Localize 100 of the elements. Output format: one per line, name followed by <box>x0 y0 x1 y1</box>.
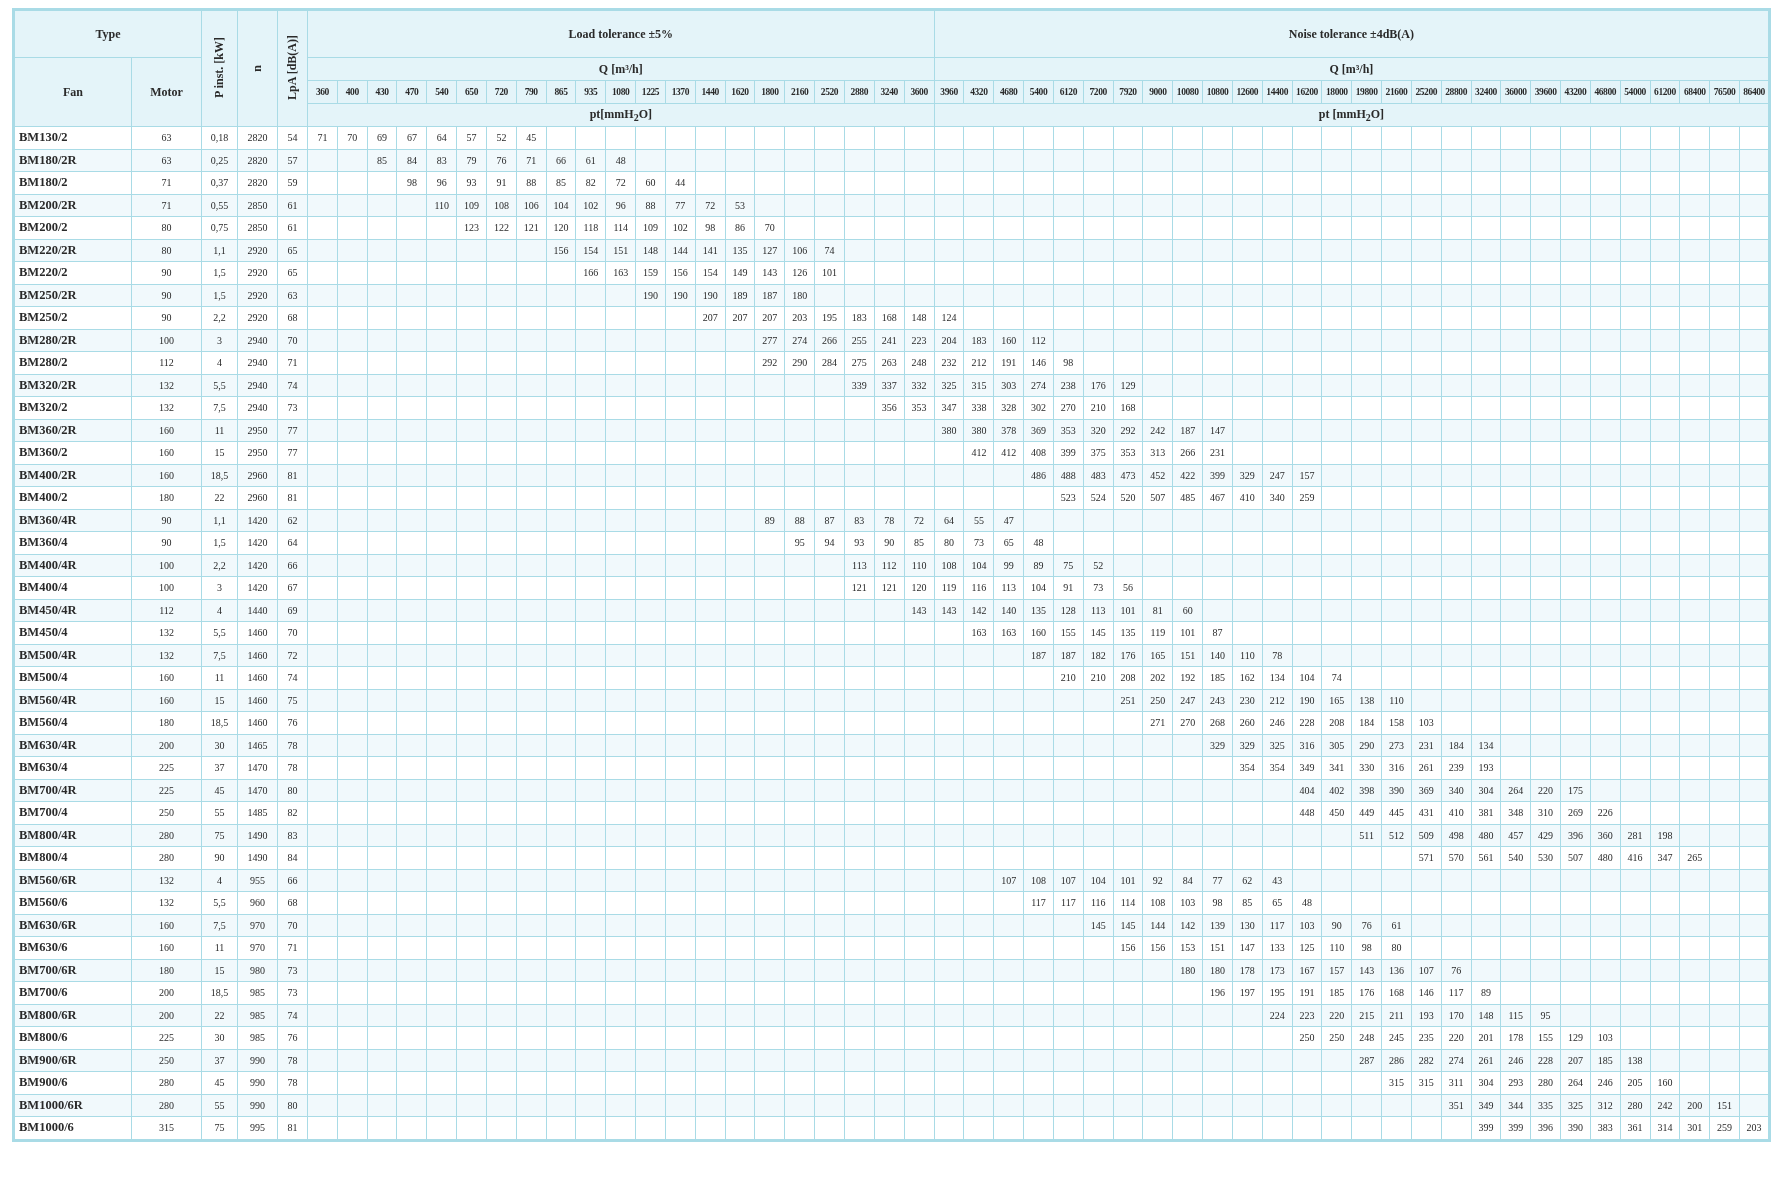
pressure-value: 96 <box>426 171 457 194</box>
noise-level: 54 <box>277 126 308 149</box>
model-name: BM450/4R <box>13 599 132 622</box>
power-value: 30 <box>201 1026 238 1049</box>
pressure-value: 163 <box>963 621 994 644</box>
model-name: BM560/6 <box>13 891 132 914</box>
motor-size: 90 <box>131 306 202 329</box>
pressure-value: 109 <box>635 216 666 239</box>
pressure-value: 163 <box>993 621 1024 644</box>
pressure-value: 145 <box>1083 621 1114 644</box>
model-name: BM700/6 <box>13 981 132 1004</box>
motor-size: 160 <box>131 936 202 959</box>
pressure-value: 348 <box>1500 801 1531 824</box>
pressure-value: 338 <box>963 396 994 419</box>
pressure-value: 65 <box>1262 891 1293 914</box>
pressure-value: 507 <box>1142 486 1173 509</box>
pressure-value: 48 <box>1023 531 1054 554</box>
pressure-value: 65 <box>993 531 1024 554</box>
pressure-value: 70 <box>754 216 785 239</box>
pressure-value: 315 <box>1381 1071 1412 1094</box>
pressure-value: 158 <box>1381 711 1412 734</box>
pressure-value: 265 <box>1679 846 1710 869</box>
pressure-value: 117 <box>1441 981 1472 1004</box>
pressure-value: 89 <box>1471 981 1501 1004</box>
unit-header: Q [m³/h] <box>934 57 1770 81</box>
model-name: BM900/6 <box>13 1071 132 1094</box>
pressure-value: 571 <box>1411 846 1442 869</box>
pressure-value: 520 <box>1113 486 1143 509</box>
speed-value: 2950 <box>237 441 278 464</box>
model-name: BM400/2R <box>13 464 132 487</box>
pressure-value: 208 <box>1113 666 1143 689</box>
power-value: 18,5 <box>201 711 238 734</box>
noise-level: 61 <box>277 216 308 239</box>
pressure-value: 185 <box>1202 666 1233 689</box>
noise-level: 76 <box>277 1026 308 1049</box>
speed-value: 960 <box>237 891 278 914</box>
speed-value: 970 <box>237 936 278 959</box>
pressure-value: 120 <box>546 216 576 239</box>
pressure-value: 232 <box>934 351 964 374</box>
pressure-value: 168 <box>1113 396 1143 419</box>
noise-level: 67 <box>277 576 308 599</box>
model-name: BM250/2R <box>13 284 132 307</box>
pressure-value: 48 <box>1292 891 1322 914</box>
noise-level: 71 <box>277 936 308 959</box>
pressure-value: 123 <box>456 216 487 239</box>
speed-value: 2820 <box>237 126 278 149</box>
model-name: BM360/2R <box>13 419 132 442</box>
pressure-value: 147 <box>1232 936 1263 959</box>
noise-level: 65 <box>277 261 308 284</box>
pressure-value: 375 <box>1083 441 1114 464</box>
power-value: 4 <box>201 351 238 374</box>
pressure-value: 250 <box>1321 1026 1352 1049</box>
noise-level: 74 <box>277 666 308 689</box>
pressure-value: 134 <box>1262 666 1293 689</box>
pressure-value: 191 <box>1292 981 1322 1004</box>
pressure-value: 168 <box>1381 981 1412 1004</box>
pressure-value: 64 <box>426 126 457 149</box>
pressure-value: 119 <box>1142 621 1173 644</box>
pressure-value: 197 <box>1232 981 1263 1004</box>
model-name: BM360/4 <box>13 531 132 554</box>
column-header: Type <box>13 9 202 58</box>
speed-value: 2820 <box>237 171 278 194</box>
pressure-value: 102 <box>665 216 696 239</box>
motor-size: 71 <box>131 171 202 194</box>
motor-size: 90 <box>131 531 202 554</box>
pressure-value: 178 <box>1500 1026 1531 1049</box>
noise-level: 71 <box>277 351 308 374</box>
speed-value: 1485 <box>237 801 278 824</box>
column-header: LpA [dB(A)] <box>285 35 300 100</box>
motor-size: 225 <box>131 1026 202 1049</box>
pressure-value: 195 <box>814 306 845 329</box>
pressure-value: 316 <box>1381 756 1412 779</box>
pressure-value: 129 <box>1560 1026 1591 1049</box>
pressure-value: 125 <box>1292 936 1322 959</box>
pressure-value: 101 <box>814 261 845 284</box>
pressure-value: 310 <box>1530 801 1561 824</box>
pressure-value: 156 <box>1142 936 1173 959</box>
model-name: BM200/2R <box>13 194 132 217</box>
pressure-value: 271 <box>1142 711 1173 734</box>
motor-size: 160 <box>131 441 202 464</box>
pressure-value: 467 <box>1202 486 1233 509</box>
pressure-value: 98 <box>1053 351 1084 374</box>
motor-size: 132 <box>131 621 202 644</box>
pressure-value: 449 <box>1351 801 1382 824</box>
pressure-value: 354 <box>1262 756 1293 779</box>
pressure-value: 160 <box>1023 621 1054 644</box>
pressure-value: 95 <box>784 531 815 554</box>
speed-value: 1460 <box>237 711 278 734</box>
pressure-value: 205 <box>1620 1071 1650 1094</box>
power-value: 55 <box>201 801 238 824</box>
column-header: Motor <box>131 57 202 127</box>
power-value: 45 <box>201 1071 238 1094</box>
pressure-value: 408 <box>1023 441 1054 464</box>
pressure-value: 260 <box>1232 711 1263 734</box>
pressure-value: 149 <box>725 261 755 284</box>
pressure-value: 280 <box>1530 1071 1561 1094</box>
motor-size: 132 <box>131 396 202 419</box>
motor-size: 63 <box>131 126 202 149</box>
power-value: 2,2 <box>201 306 238 329</box>
pressure-value: 101 <box>1172 621 1203 644</box>
